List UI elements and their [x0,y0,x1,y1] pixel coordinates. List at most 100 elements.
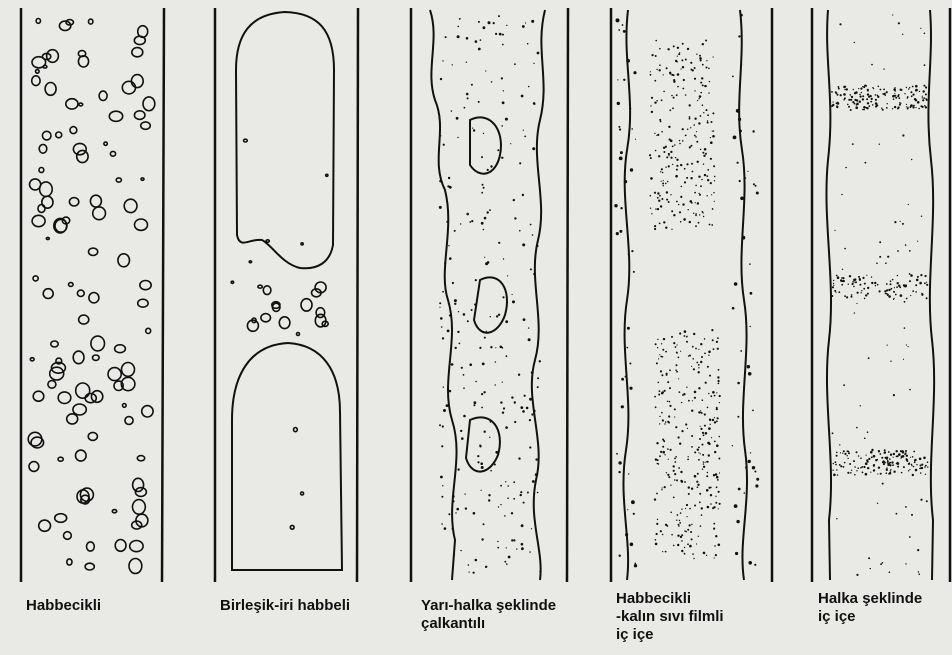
droplet [881,108,882,109]
droplet [661,489,662,490]
droplet [471,309,473,311]
droplet [691,410,693,412]
droplet [531,20,534,23]
droplet [446,404,449,407]
droplet [893,394,895,396]
droplet [533,410,536,413]
droplet [522,410,525,413]
droplet [718,380,720,382]
droplet [442,60,443,61]
droplet [866,98,868,100]
droplet [693,558,694,559]
droplet [677,86,679,88]
droplet [749,263,751,265]
droplet [441,445,443,447]
droplet [699,95,702,98]
droplet [854,282,855,283]
droplet [915,284,917,286]
droplet [663,74,664,75]
droplet [674,416,675,417]
droplet [905,563,906,564]
droplet [481,466,484,469]
droplet [890,454,892,456]
droplet [479,347,481,349]
droplet [631,250,633,252]
droplet [850,94,852,96]
droplet [484,337,486,339]
droplet [457,137,458,138]
droplet [924,105,926,107]
droplet [895,294,897,296]
droplet [702,64,704,66]
droplet [529,398,532,401]
droplet [657,208,659,210]
droplet [662,183,664,185]
droplet [513,498,515,500]
droplet [651,97,653,99]
droplet [673,214,675,216]
droplet [690,127,691,128]
droplet [880,473,882,475]
droplet [678,467,680,469]
droplet [906,344,907,345]
droplet [864,283,866,285]
droplet [707,407,709,409]
droplet [706,67,708,69]
droplet [688,209,689,210]
droplet [754,564,756,566]
droplet [902,34,903,35]
droplet [661,374,663,376]
droplet [676,352,678,354]
droplet [619,128,621,130]
droplet [831,295,833,297]
droplet [860,96,862,98]
droplet [469,572,470,573]
droplet [506,563,508,565]
droplet [617,102,620,105]
droplet [888,451,890,453]
droplet [840,279,843,282]
droplet [475,279,477,281]
droplet [478,48,481,51]
droplet [849,463,851,465]
droplet [853,279,856,282]
droplet [861,466,863,468]
droplet [889,472,891,474]
droplet [833,280,834,281]
droplet [748,561,752,565]
droplet [914,459,916,461]
droplet [684,181,686,183]
droplet [699,493,701,495]
droplet [852,283,854,285]
droplet [887,345,888,346]
droplet [836,275,838,277]
droplet [698,176,700,178]
droplet [656,100,658,102]
droplet [868,458,870,460]
droplet [860,467,862,469]
droplet [659,48,661,50]
droplet [702,469,703,470]
droplet [843,280,845,282]
droplet [661,412,663,414]
droplet [846,88,848,90]
droplet [440,476,443,479]
droplet [625,533,628,536]
droplet [866,463,867,464]
droplet [655,343,657,345]
droplet [656,523,658,525]
droplet [456,508,459,511]
droplet [439,180,442,183]
droplet [658,463,660,465]
droplet [697,473,699,475]
droplet [924,64,926,66]
droplet [856,103,859,106]
droplet [863,109,865,111]
droplet [687,48,689,50]
droplet [616,232,619,235]
droplet [710,395,712,397]
droplet [650,195,652,197]
droplet [700,149,701,150]
droplet [459,343,461,345]
droplet [650,74,652,76]
